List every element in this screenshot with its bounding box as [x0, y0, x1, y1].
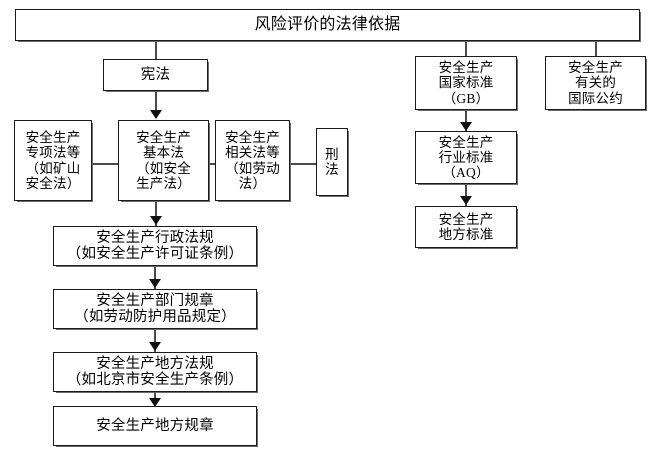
arrowhead-industry-to-local-standard — [460, 196, 472, 205]
node-constitution[interactable]: 宪法 — [103, 59, 209, 92]
connector-constitution-to-basic-law — [155, 90, 157, 113]
node-national-standard[interactable]: 安全生产 国家标准 （GB） — [415, 56, 518, 111]
connector-department-rule-to-local-regulation — [154, 328, 156, 352]
node-title-box[interactable]: 风险评价的法律依据 — [15, 9, 641, 42]
connector-basic-law-to-admin-regulation — [155, 200, 157, 226]
arrowhead-national-to-industry-standard — [460, 122, 472, 131]
node-admin-regulation[interactable]: 安全生产行政法规 （如安全生产许可证条例） — [53, 226, 258, 267]
connector-related-law-to-criminal-law — [289, 163, 316, 165]
connector-national-to-industry-standard — [465, 110, 467, 132]
connector-special-law-to-basic-law — [91, 163, 119, 165]
node-local-standard[interactable]: 安全生产 地方标准 — [415, 206, 518, 249]
connector-title-to-constitution — [155, 41, 157, 60]
node-local-rule[interactable]: 安全生产地方规章 — [53, 406, 258, 447]
node-industry-standard[interactable]: 安全生产 行业标准 （AQ） — [415, 131, 518, 185]
node-related-law[interactable]: 安全生产 相关法等 （如劳动 法） — [215, 120, 291, 202]
node-special-law[interactable]: 安全生产 专项法等 （如矿山 安全法） — [14, 120, 93, 202]
node-international-convention[interactable]: 安全生产 有关的 国际公约 — [545, 56, 647, 111]
connector-title-to-national-standard — [465, 41, 467, 57]
connector-admin-to-department-rule — [154, 265, 156, 289]
node-department-rule[interactable]: 安全生产部门规章 （如劳动防护用品规定） — [53, 289, 258, 330]
arrowhead-local-regulation-to-local-rule — [149, 398, 161, 407]
node-basic-law[interactable]: 安全生产 基本法 （如安全 生产法） — [118, 120, 210, 202]
arrowhead-department-rule-to-local-regulation — [149, 342, 161, 351]
arrowhead-admin-to-department-rule — [149, 279, 161, 288]
arrowhead-basic-law-to-admin-regulation — [150, 216, 162, 225]
node-local-regulation[interactable]: 安全生产地方法规 （如北京市安全生产条例） — [53, 352, 258, 393]
node-criminal-law[interactable]: 刑 法 — [316, 128, 349, 197]
connector-title-to-international-convention — [595, 41, 597, 57]
arrowhead-constitution-to-basic-law — [150, 110, 162, 119]
connector-industry-to-local-standard — [465, 183, 467, 207]
